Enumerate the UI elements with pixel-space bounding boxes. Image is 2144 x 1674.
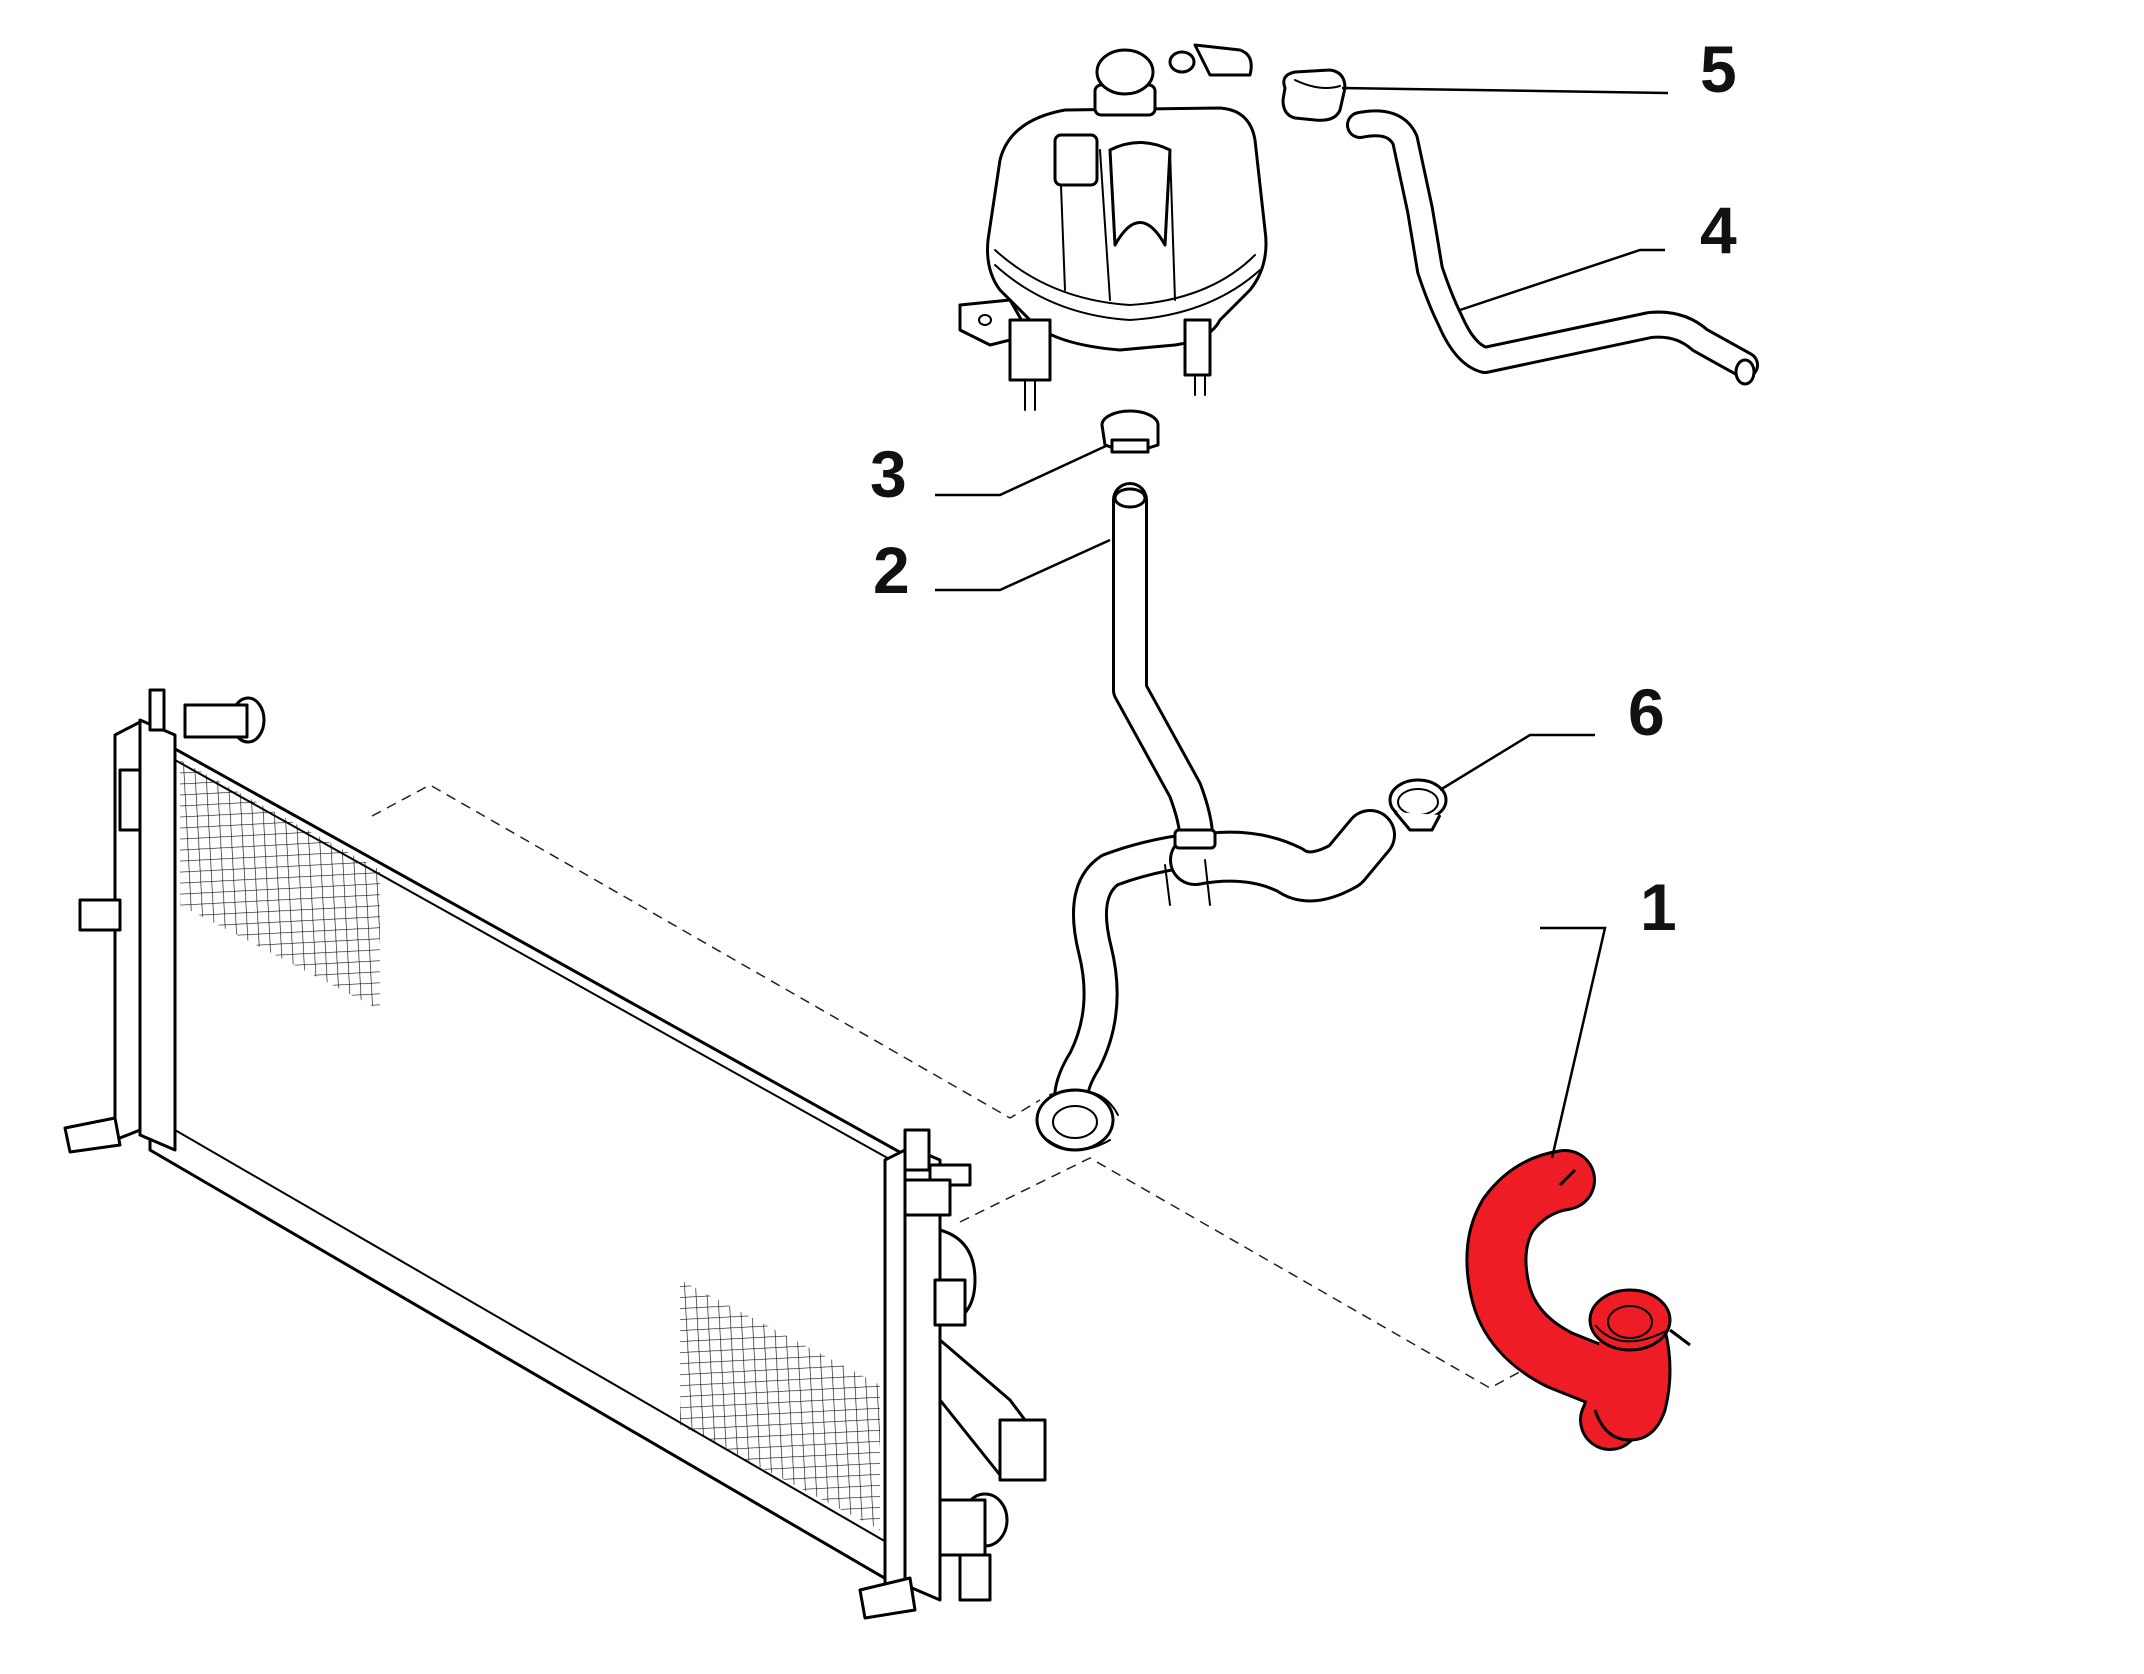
hose-part-1-highlighted [1465, 1149, 1691, 1451]
clamp-part-3 [1100, 409, 1160, 454]
hose-part-2 [1035, 482, 1396, 1152]
leader-2 [935, 538, 1111, 592]
radiator-left-tank [63, 688, 266, 1154]
leader-3 [935, 443, 1109, 497]
clamp-part-5 [1281, 68, 1347, 122]
callout-5: 5 [1700, 32, 1737, 106]
hose-part-4 [1346, 109, 1759, 386]
leader-5 [1341, 86, 1669, 95]
leader-1 [1540, 926, 1607, 1159]
clamp-part-6 [1388, 778, 1448, 832]
leader-6 [1439, 733, 1595, 792]
callout-numbers: 5 4 3 2 6 1 [870, 32, 1737, 944]
radiator-core-mesh-right [680, 1280, 880, 1530]
expansion-tank [958, 43, 1268, 411]
radiator-core-mesh-left [180, 760, 380, 1010]
callout-4: 4 [1700, 193, 1737, 267]
callout-1: 1 [1640, 870, 1677, 944]
leader-4 [1459, 248, 1665, 312]
radiator-right-tank [858, 1128, 1047, 1620]
callout-6: 6 [1628, 675, 1665, 749]
callout-2: 2 [873, 533, 910, 607]
leader-lines [935, 86, 1669, 1159]
radiator [63, 688, 1047, 1620]
callout-3: 3 [870, 437, 907, 511]
